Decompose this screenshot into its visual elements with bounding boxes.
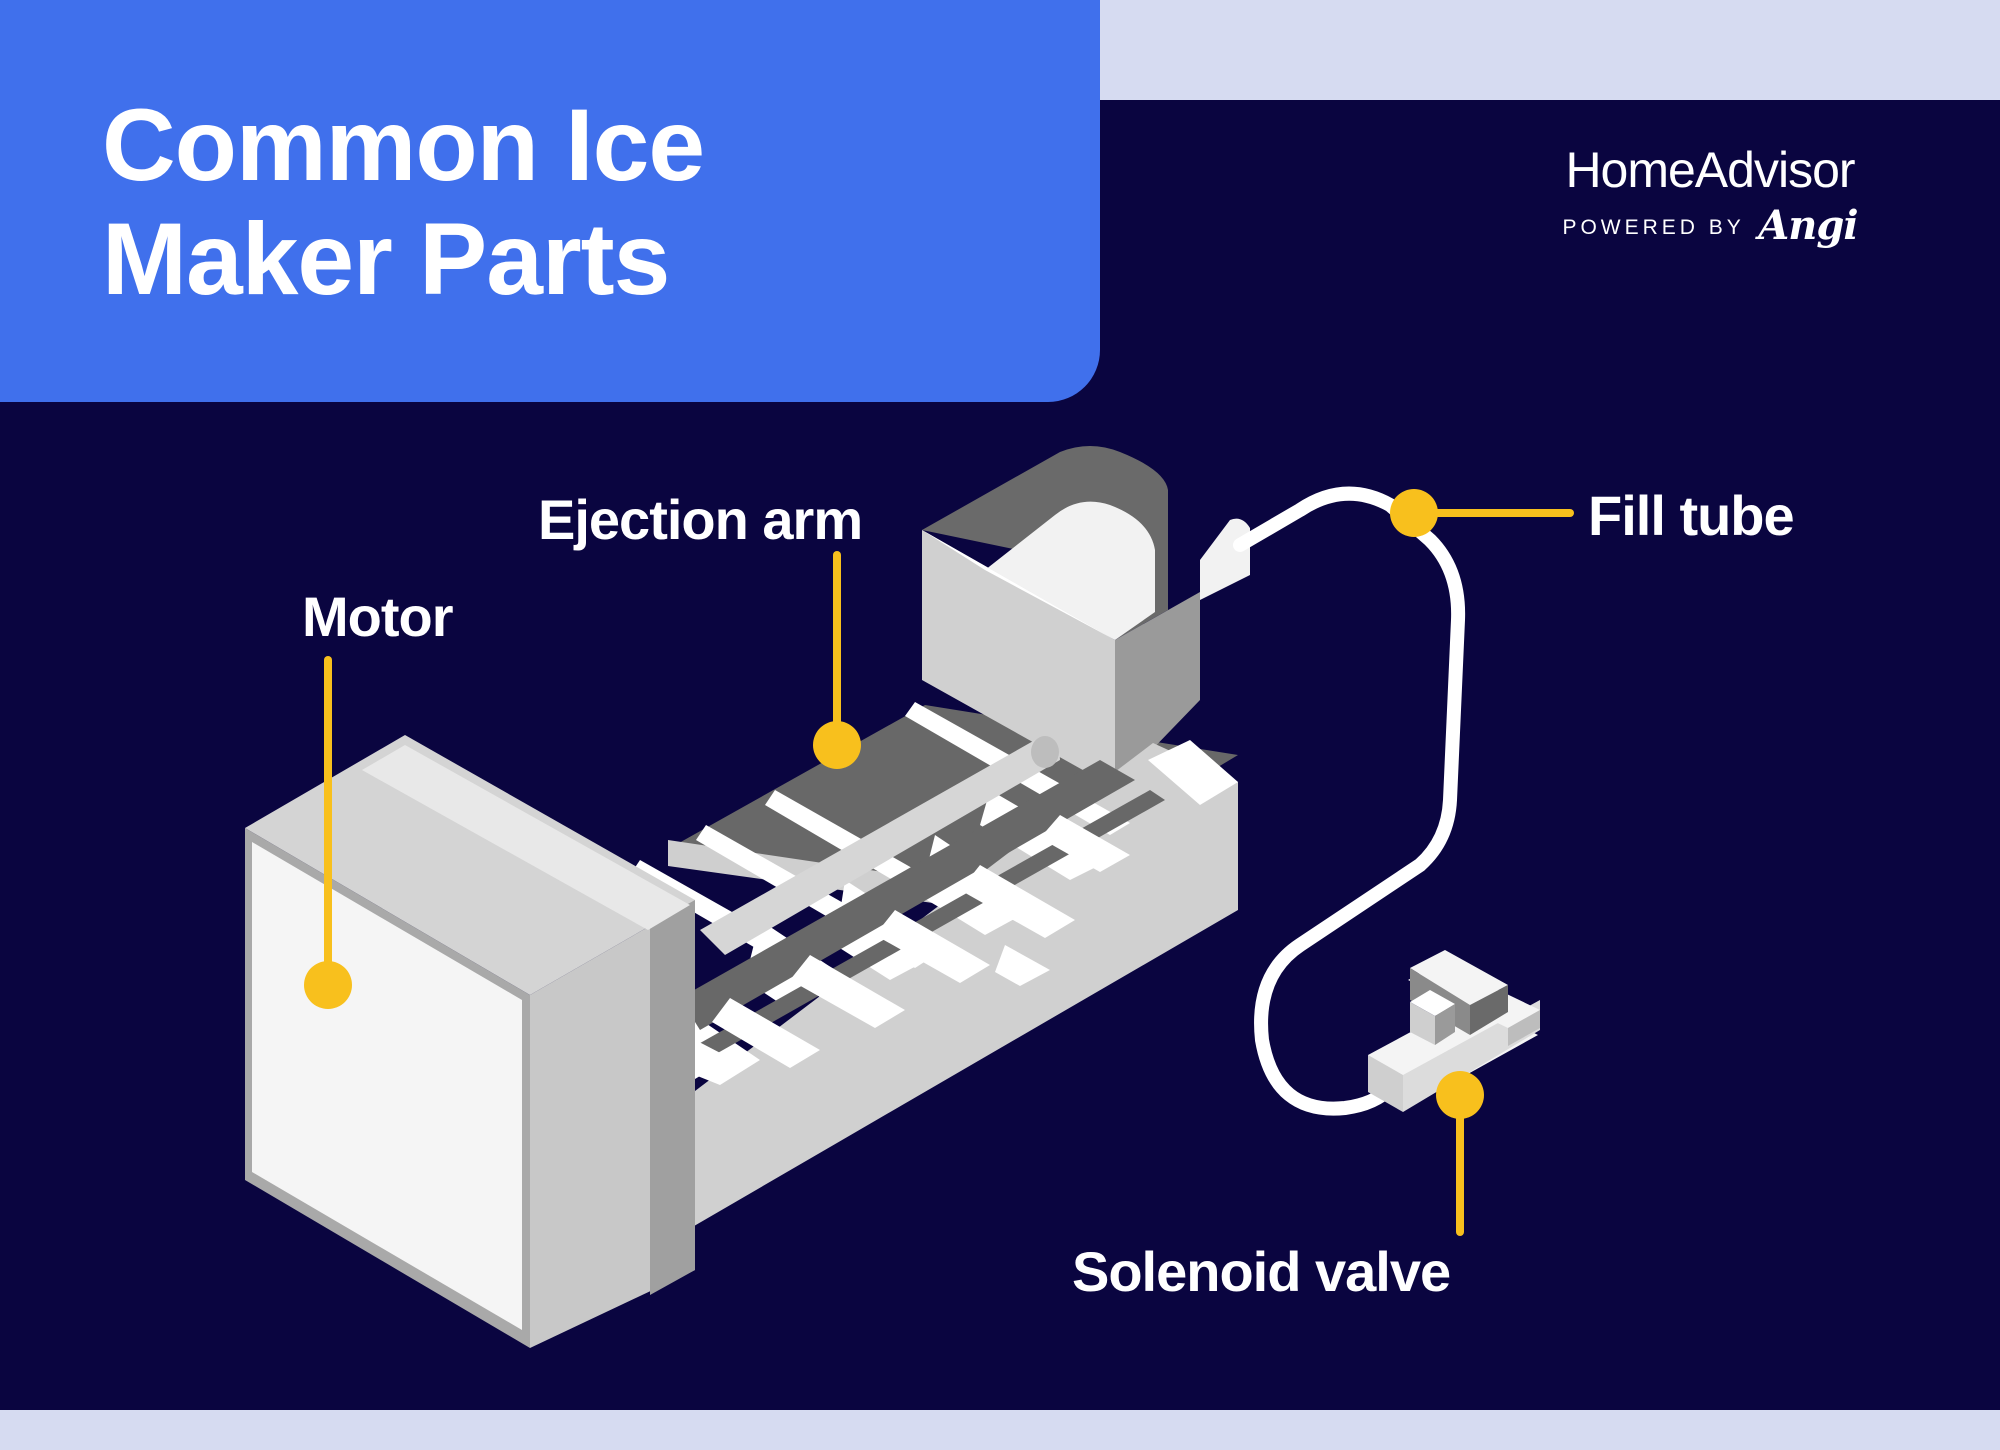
callouts <box>304 489 1574 1236</box>
mold-housing <box>922 446 1250 788</box>
brand-logo: HomeAdvisor POWERED BY Angi <box>1510 140 1910 248</box>
label-solenoid-valve: Solenoid valve <box>1072 1240 1451 1303</box>
powered-by-text: POWERED BY <box>1562 216 1745 239</box>
brand-tagline: POWERED BY Angi <box>1510 206 1910 248</box>
brand-name: HomeAdvisor <box>1565 142 1855 198</box>
motor-callout-dot <box>304 961 352 1009</box>
label-fill-tube: Fill tube <box>1588 484 1795 547</box>
fill-tube <box>1233 486 1466 1116</box>
ejector-shaft <box>700 736 1060 955</box>
label-ejection-arm: Ejection arm <box>538 488 863 551</box>
solenoid-callout-dot <box>1436 1071 1484 1119</box>
title-line-1: Common Ice <box>102 88 705 202</box>
fill-tube-callout-dot <box>1390 489 1438 537</box>
label-motor: Motor <box>302 585 454 648</box>
partner-logo: Angi <box>1758 202 1858 249</box>
ejection-arm-callout-dot <box>813 721 861 769</box>
page-title: Common Ice Maker Parts <box>102 88 1082 316</box>
title-line-2: Maker Parts <box>102 202 670 316</box>
solenoid-valve-shape <box>1368 950 1540 1112</box>
